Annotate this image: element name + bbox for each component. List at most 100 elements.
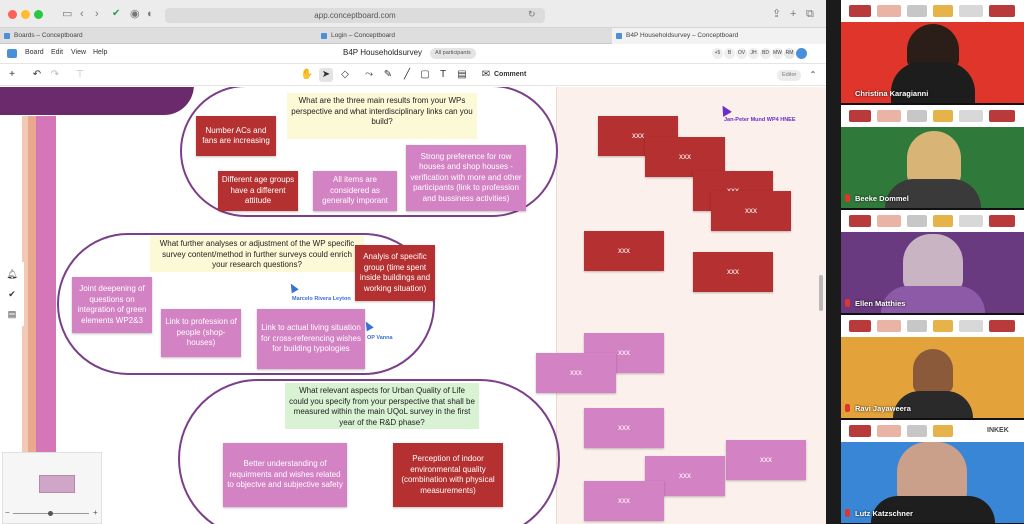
undo-icon[interactable]: ↶ <box>32 69 42 80</box>
shape-tool-icon[interactable]: ▢ <box>420 69 430 80</box>
avatar[interactable]: OV <box>736 48 747 59</box>
tab-overview-icon[interactable]: ⧉ <box>806 8 814 20</box>
menu-board[interactable]: Board <box>25 49 44 56</box>
partner-logo <box>933 110 953 122</box>
reload-icon[interactable]: ↻ <box>528 9 536 19</box>
avatar[interactable]: B <box>724 48 735 59</box>
partner-logo <box>959 320 983 332</box>
zoom-out-icon[interactable]: − <box>5 508 10 517</box>
avatar[interactable]: +5 <box>712 48 723 59</box>
minimap[interactable]: − + <box>2 452 102 524</box>
sticky-note[interactable]: All items are considered as generally im… <box>313 171 397 211</box>
sidebar-toggle-icon[interactable]: ▭ <box>62 8 73 20</box>
sticky-note[interactable]: Link to profession of people (shop-house… <box>161 309 241 357</box>
section-2-prompt[interactable]: What further analyses or adjustment of t… <box>150 236 364 272</box>
placeholder-note[interactable]: xxx <box>693 252 773 292</box>
line-tool-icon[interactable]: ╱ <box>403 69 411 80</box>
collapse-toolbar-icon[interactable]: ⌃ <box>809 70 817 79</box>
placeholder-note[interactable]: xxx <box>536 353 616 393</box>
board-canvas[interactable]: What are the three main results from you… <box>0 87 826 524</box>
avatar[interactable]: JH <box>748 48 759 59</box>
section-3-prompt[interactable]: What relevant aspects for Urban Quality … <box>285 383 479 429</box>
share-icon[interactable]: ⇪ <box>772 8 782 20</box>
placeholder-note[interactable]: xxx <box>711 191 791 231</box>
minimize-window-button[interactable] <box>21 10 30 19</box>
sticky-note[interactable]: Link to actual living situation for cros… <box>257 309 365 369</box>
participant-video <box>907 131 961 185</box>
partner-logo <box>959 110 983 122</box>
marker-tool-icon[interactable]: ✎ <box>383 69 393 80</box>
minimap-viewport[interactable] <box>39 475 75 493</box>
menu-view[interactable]: View <box>71 49 87 56</box>
sticky-note[interactable]: Joint deepening of questions on integrat… <box>72 277 152 333</box>
section-oval-1 <box>180 87 558 217</box>
forward-icon[interactable]: › <box>95 8 99 20</box>
editor-mode-badge[interactable]: Editor <box>777 70 802 81</box>
address-bar[interactable]: app.conceptboard.com <box>165 8 545 23</box>
placeholder-note[interactable]: xxx <box>726 440 806 480</box>
redo-icon[interactable]: ↷ <box>50 69 60 80</box>
notification-bell-icon[interactable]: 🔔︎ <box>6 269 18 279</box>
mic-muted-icon <box>845 509 850 517</box>
privacy-shield-icon[interactable]: ◐ <box>147 8 154 20</box>
select-tool-icon[interactable]: ➤ <box>319 68 333 82</box>
new-tab-icon[interactable]: + <box>790 8 797 20</box>
github-icon[interactable]: ◉ <box>130 8 140 20</box>
user-profile-icon[interactable] <box>796 48 807 59</box>
avatar[interactable]: MW <box>772 48 783 59</box>
connector-tool-icon[interactable]: ⤳ <box>365 69 373 80</box>
document-list-icon[interactable]: ▤ <box>7 309 17 319</box>
add-icon[interactable]: + <box>9 69 15 80</box>
video-tile[interactable]: Ravi Jayaweera <box>841 315 1024 418</box>
eraser-tool-icon[interactable]: ◇ <box>341 69 349 80</box>
video-tile[interactable]: Christina Karagianni <box>841 0 1024 103</box>
sticky-note[interactable]: Strong preference for row houses and sho… <box>406 145 526 211</box>
section-1-prompt[interactable]: What are the three main results from you… <box>287 93 477 139</box>
tile-logo-banner <box>841 315 1024 337</box>
menu-help[interactable]: Help <box>93 49 108 56</box>
sticky-note-tool-icon[interactable]: ▤ <box>457 69 467 80</box>
zoom-slider-handle[interactable] <box>48 511 53 516</box>
menu-edit[interactable]: Edit <box>51 49 64 56</box>
partner-logo <box>877 110 901 122</box>
close-window-button[interactable] <box>8 10 17 19</box>
sticky-note[interactable]: Different age groups have a different at… <box>218 171 298 211</box>
partner-logo <box>989 5 1015 17</box>
tab-boards[interactable]: Boards – Conceptboard <box>0 28 275 44</box>
participant-video <box>897 442 967 506</box>
video-panel: Christina Karagianni Beeke Dommel Ellen … <box>841 0 1024 524</box>
hand-tool-icon[interactable]: ✋ <box>300 69 314 80</box>
tab-householdsurvey[interactable]: B4P Householdsurvey – Conceptboard <box>612 28 826 44</box>
video-tile[interactable]: INKEK Lutz Katzschner <box>841 420 1024 523</box>
sticky-note[interactable]: Better understanding of requirments and … <box>223 443 347 507</box>
tasks-check-icon[interactable]: ✔ <box>8 289 16 299</box>
section-oval-3 <box>178 379 560 524</box>
format-icon[interactable]: ⊤ <box>75 69 85 80</box>
maximize-window-button[interactable] <box>34 10 43 19</box>
browser-window: ▭ ‹ › ✔ ◉ ◐ app.conceptboard.com ↻ ⇪ + ⧉… <box>0 0 826 524</box>
text-tool-icon[interactable]: T <box>439 69 447 80</box>
partner-logo <box>907 110 927 122</box>
sticky-note[interactable]: Number ACs and fans are increasing <box>196 116 276 156</box>
tab-login[interactable]: Login – Conceptboard <box>317 28 477 44</box>
placeholder-note[interactable]: xxx <box>645 137 725 177</box>
avatar[interactable]: RM <box>784 48 795 59</box>
placeholder-note[interactable]: xxx <box>584 481 664 521</box>
sticky-note[interactable]: Analyis of specific group (time spent in… <box>355 245 435 301</box>
back-icon[interactable]: ‹ <box>80 8 84 20</box>
vertical-scrollbar[interactable] <box>819 275 823 311</box>
extension-check-icon[interactable]: ✔ <box>112 8 121 19</box>
video-tile[interactable]: Beeke Dommel <box>841 105 1024 208</box>
comment-button[interactable]: Comment <box>494 71 527 78</box>
zoom-in-icon[interactable]: + <box>93 508 98 517</box>
partner-logo <box>989 320 1015 332</box>
partner-logo <box>907 5 927 17</box>
avatar[interactable]: BD <box>760 48 771 59</box>
partner-logo <box>907 215 927 227</box>
video-tile[interactable]: Ellen Matthies <box>841 210 1024 313</box>
comment-icon[interactable]: ✉ <box>481 69 491 80</box>
participants-filter[interactable]: All participants <box>430 48 476 59</box>
sticky-note[interactable]: Perception of indoor environmental quali… <box>393 443 503 507</box>
placeholder-note[interactable]: xxx <box>584 408 664 448</box>
placeholder-note[interactable]: xxx <box>584 231 664 271</box>
